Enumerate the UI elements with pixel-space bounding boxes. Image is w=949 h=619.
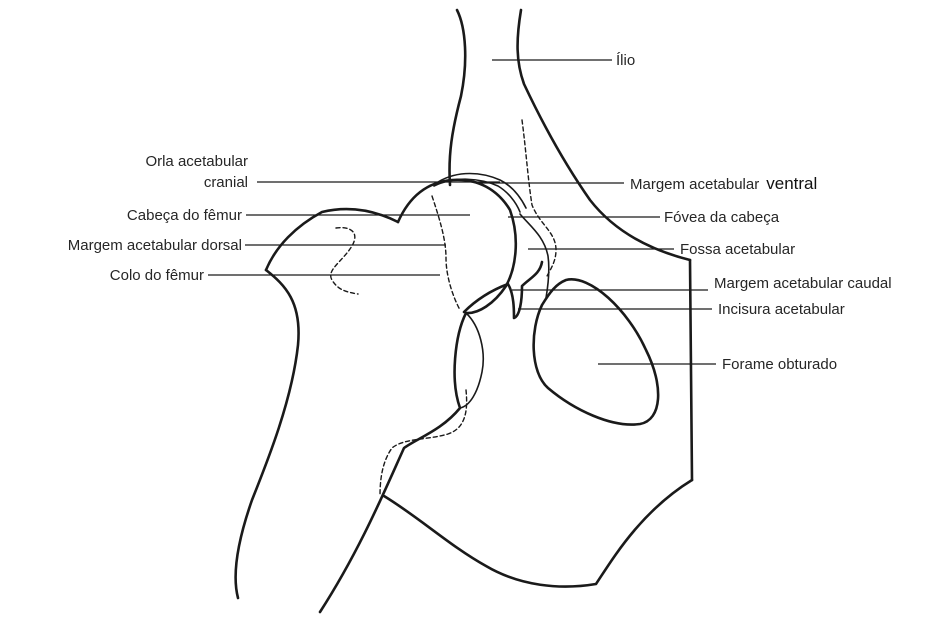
acetabular-rim-band [438,174,526,209]
label-margem-caudal: Margem acetabular caudal [714,275,892,292]
label-cabeca-femur: Cabeça do fêmur [127,207,242,224]
label-margem-ventral-prefix: Margem acetabular [630,176,759,193]
femoral-head-outline [398,180,516,313]
femur-upper-outline [266,209,398,270]
femur-lateral-shaft [236,270,299,598]
lesser-trochanter [460,313,483,408]
ilium-left-outline [449,10,465,185]
label-incisura: Incisura acetabular [718,301,845,318]
label-forame: Forame obturado [722,356,837,373]
label-orla-line2: cranial [204,174,248,191]
femur-medial-shaft [320,313,466,612]
obturator-foramen [534,279,659,424]
hidden-contour-ilium [522,120,556,278]
label-margem-ventral-suffix: ventral [766,174,817,193]
label-margem-dorsal: Margem acetabular dorsal [68,237,242,254]
label-colo-femur: Colo do fêmur [110,267,204,284]
hidden-contour-trochanter [331,228,358,294]
label-ilio: Ílio [616,52,635,69]
label-fossa-acetabular: Fossa acetabular [680,241,795,258]
label-orla-line1: Orla acetabular [145,153,248,170]
pelvis-right-edge [690,260,692,480]
label-margem-ventral: Margem acetabular ventral [630,174,817,193]
hidden-contour-head [432,196,460,310]
hidden-contour-lesser-trochanter [380,390,467,496]
label-fovea-cabeca: Fóvea da cabeça [664,209,780,226]
pelvis-bottom-edge [384,480,692,587]
